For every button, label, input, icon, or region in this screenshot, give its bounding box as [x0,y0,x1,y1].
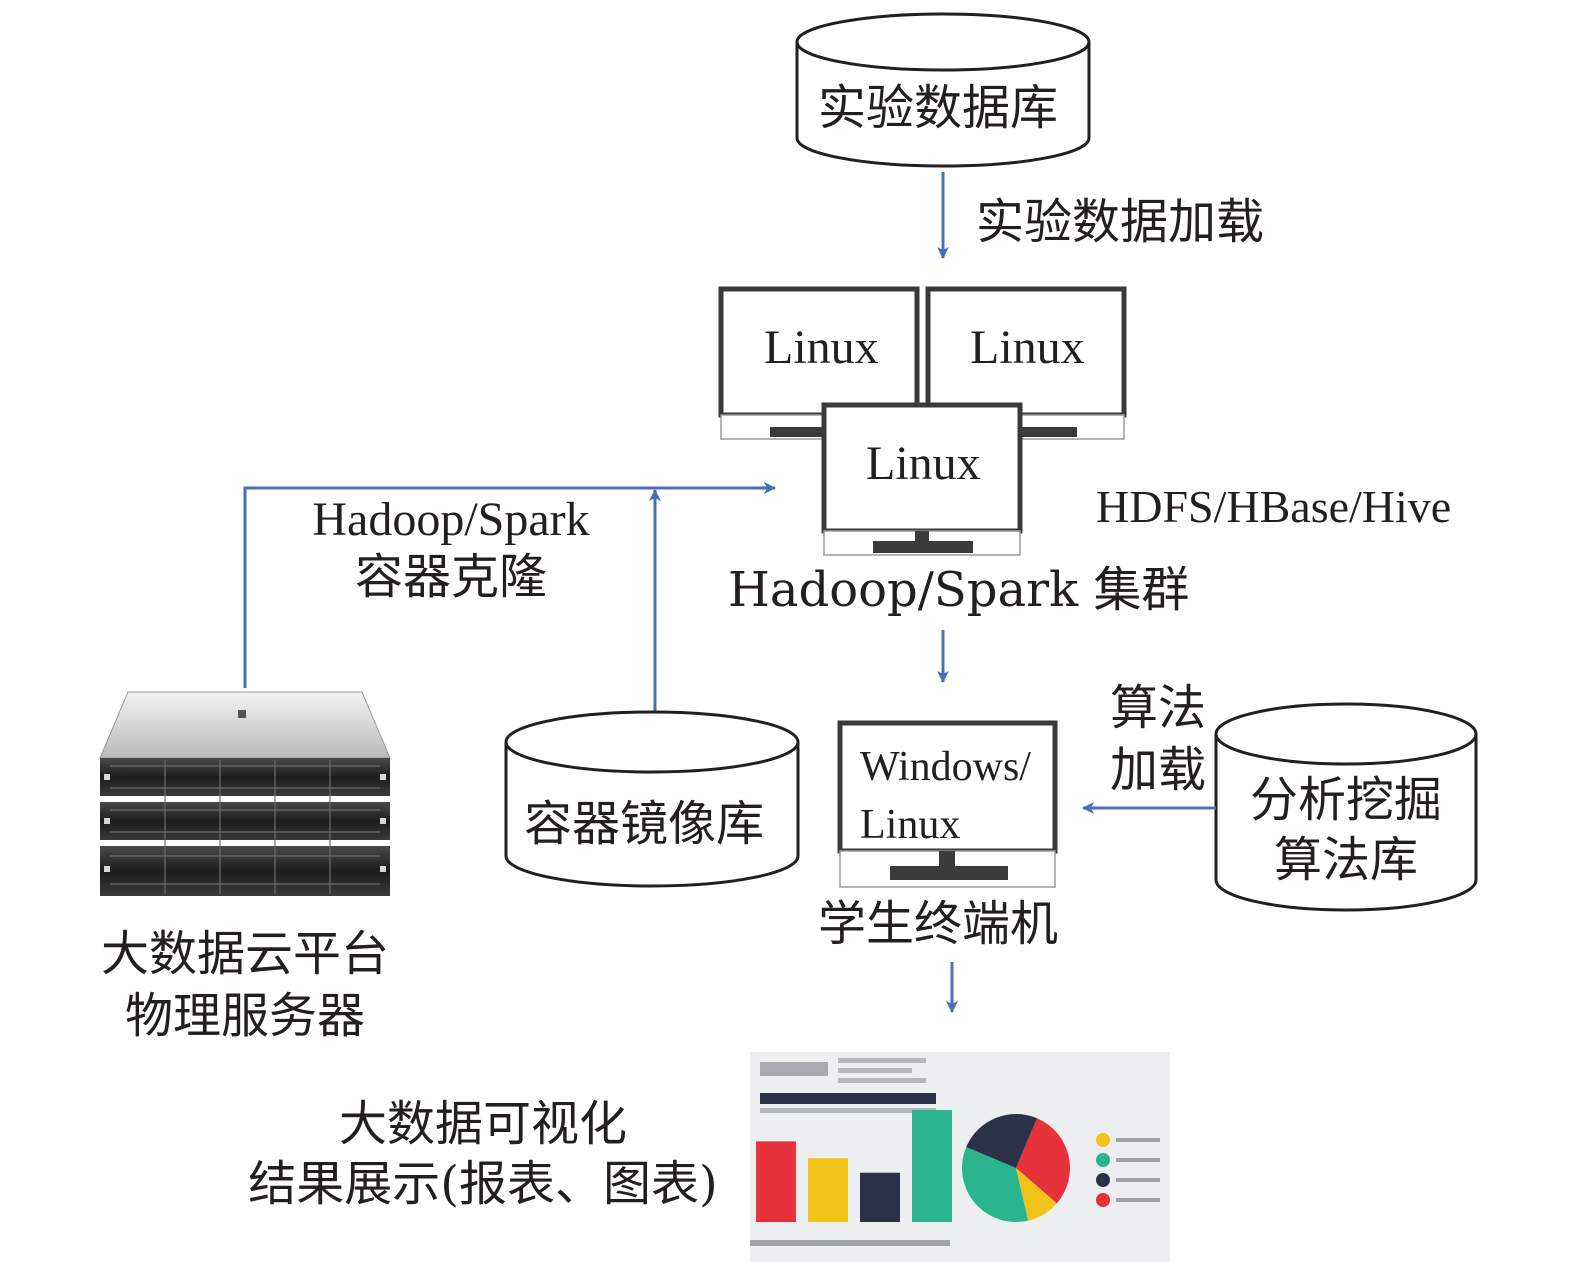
algorithm-repo-label-line2: 算法库 [1273,832,1418,888]
visualization-label-line1: 大数据可视化 [338,1096,627,1152]
rack-server-icon [99,691,391,896]
algorithm-repo-label-line1: 分析挖掘 [1249,772,1442,828]
server-label-line1: 大数据云平台 [100,926,389,982]
dashboard-pie-slice [1016,1168,1057,1221]
algorithm-load-label-line1: 算法 [1110,680,1207,736]
linux-label-3: Linux [866,437,981,490]
terminal-label-line2: Linux [860,802,961,848]
dashboard-bar [860,1172,900,1222]
terminal-label-line1: Windows/ [860,744,1031,790]
image-repo-label: 容器镜像库 [524,796,765,852]
dashboard-pie [961,1114,1070,1222]
server-label-line2: 物理服务器 [124,988,365,1044]
container-clone-arrow [243,482,776,688]
storage-label: HDFS/HBase/Hive [1096,481,1452,532]
terminal-caption: 学生终端机 [818,896,1059,952]
dashboard-legend [1096,1133,1160,1207]
dashboard-bar [808,1158,848,1222]
algorithm-repo-database-icon [1214,702,1478,912]
student-terminal-monitor-icon [837,720,1058,888]
algorithm-load-label-line2: 加载 [1110,742,1207,798]
dashboard-chart-icon [750,1052,1170,1262]
visualization-label-line2: 结果展示(报表、图表) [248,1156,718,1212]
dashboard-bar [756,1141,796,1222]
experiment-database-icon [795,12,1091,168]
dashboard-bar [912,1110,952,1222]
clone-label-line2: 容器克隆 [354,549,547,605]
linux-monitor-3-icon [821,402,1023,556]
dashboard-pie-slice [961,1146,1029,1222]
data-load-label: 实验数据加载 [976,194,1265,250]
image-repo-database-icon [504,710,800,888]
experiment-database-label: 实验数据库 [818,80,1059,136]
dashboard-bars [756,1110,952,1222]
clone-label-line1: Hadoop/Spark [312,493,590,546]
linux-label-1: Linux [764,321,879,374]
cluster-label: Hadoop/Spark 集群 [728,562,1190,618]
linux-label-2: Linux [970,321,1085,374]
dashboard-pie-slice [1016,1118,1070,1204]
dashboard-pie-slice [966,1114,1038,1168]
